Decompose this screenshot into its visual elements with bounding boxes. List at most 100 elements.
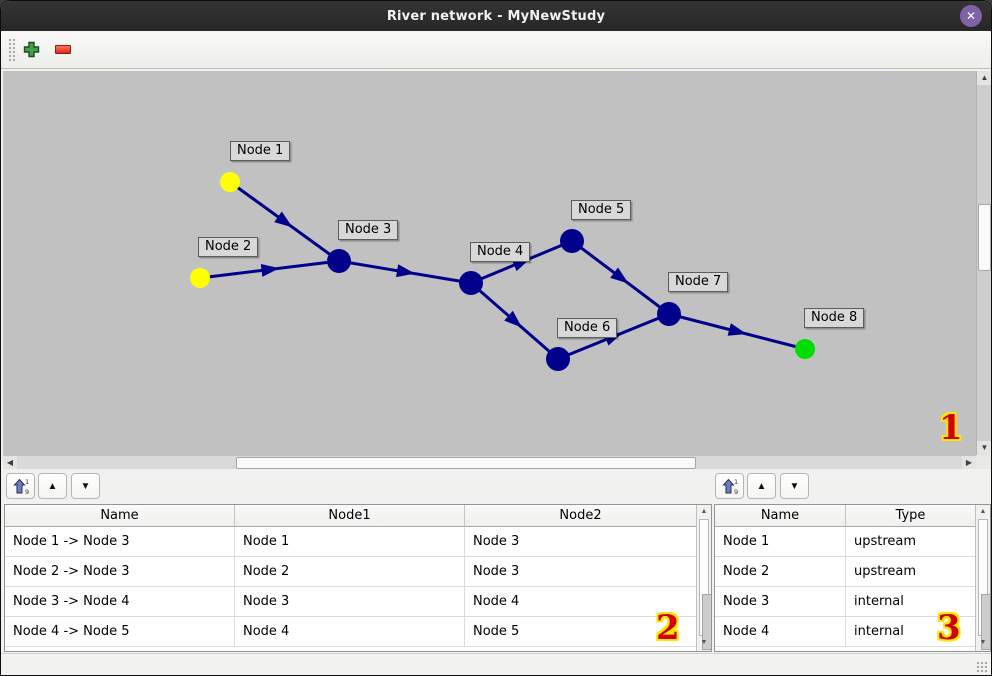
- svg-text:1: 1: [25, 478, 29, 486]
- table-cell[interactable]: Node 3: [465, 557, 697, 587]
- table-cell[interactable]: Node 1: [715, 527, 846, 557]
- table-cell[interactable]: Node 3: [235, 587, 465, 617]
- sort-ascending-icon: 1 9: [721, 478, 738, 495]
- network-node[interactable]: [220, 172, 240, 192]
- table-cell[interactable]: Node 3: [465, 527, 697, 557]
- node-label[interactable]: Node 4: [470, 242, 531, 262]
- scroll-up-icon[interactable]: ▲: [977, 71, 991, 85]
- svg-text:9: 9: [734, 488, 738, 495]
- table-cell[interactable]: upstream: [846, 557, 976, 587]
- close-button[interactable]: ✕: [960, 5, 982, 27]
- table-cell[interactable]: upstream: [846, 527, 976, 557]
- table-cell[interactable]: internal: [846, 587, 976, 617]
- table-cell[interactable]: Node 4: [235, 617, 465, 647]
- plus-icon: [23, 41, 39, 57]
- canvas-horizontal-scrollbar[interactable]: ◀ ▶: [3, 455, 976, 469]
- scroll-track[interactable]: [699, 519, 711, 650]
- remove-button[interactable]: [49, 35, 77, 63]
- links-sort-button[interactable]: 1 9: [6, 473, 35, 499]
- table-header-cell[interactable]: Name: [5, 505, 235, 527]
- table-cell[interactable]: Node 4: [465, 587, 697, 617]
- table-cell[interactable]: Node 1: [235, 527, 465, 557]
- sort-ascending-icon: 1 9: [12, 478, 29, 495]
- node-label[interactable]: Node 7: [668, 272, 729, 292]
- table-cell[interactable]: internal: [846, 617, 976, 647]
- table-cell[interactable]: Node 3: [715, 587, 846, 617]
- scroll-up-icon[interactable]: ▲: [697, 506, 711, 518]
- close-icon: ✕: [965, 9, 977, 23]
- nodes-move-down-button[interactable]: ▼: [780, 473, 809, 499]
- node-label[interactable]: Node 5: [571, 200, 632, 220]
- network-node[interactable]: [795, 339, 815, 359]
- scroll-down-icon[interactable]: ▼: [697, 637, 711, 649]
- nodes-sort-button[interactable]: 1 9: [715, 473, 744, 499]
- node-label[interactable]: Node 3: [338, 220, 399, 240]
- links-table-scrollbar[interactable]: ▲ ▼: [696, 505, 711, 651]
- table-cell[interactable]: Node 4 -> Node 5: [5, 617, 235, 647]
- nodes-table-scrollbar[interactable]: ▲ ▼: [975, 505, 990, 651]
- main-toolbar: [1, 31, 991, 69]
- table-cell[interactable]: Node 1 -> Node 3: [5, 527, 235, 557]
- links-move-down-button[interactable]: ▼: [71, 473, 100, 499]
- scrollbar-corner: [976, 455, 991, 469]
- table-header-cell[interactable]: Name: [715, 505, 846, 527]
- horizontal-scroll-thumb[interactable]: [236, 457, 696, 469]
- network-canvas[interactable]: Node 1 Node 2 Node 3 Node 4 Node 5 Node 6 Node…: [3, 71, 976, 455]
- node-label[interactable]: Node 8: [804, 308, 865, 328]
- scroll-thumb[interactable]: [981, 594, 990, 650]
- node-label[interactable]: Node 6: [557, 318, 618, 338]
- svg-text:1: 1: [734, 478, 738, 486]
- scroll-right-icon[interactable]: ▶: [962, 456, 976, 469]
- table-header-cell[interactable]: Node1: [235, 505, 465, 527]
- links-move-up-button[interactable]: ▲: [38, 473, 67, 499]
- titlebar[interactable]: River network - MyNewStudy ✕: [1, 1, 991, 31]
- scroll-down-icon[interactable]: ▼: [976, 637, 990, 649]
- table-cell[interactable]: Node 2: [715, 557, 846, 587]
- table-cell[interactable]: Node 5: [465, 617, 697, 647]
- flow-direction-arrow-icon: [727, 323, 747, 336]
- node-label[interactable]: Node 1: [230, 141, 291, 161]
- vertical-scroll-thumb[interactable]: [978, 204, 991, 271]
- network-node[interactable]: [190, 268, 210, 288]
- scroll-up-icon[interactable]: ▲: [976, 506, 990, 518]
- table-cell[interactable]: Node 2: [235, 557, 465, 587]
- network-node[interactable]: [546, 347, 570, 371]
- window-title: River network - MyNewStudy: [386, 8, 606, 24]
- table-cell[interactable]: Node 4: [715, 617, 846, 647]
- resize-grip-icon[interactable]: [976, 661, 988, 673]
- toolbar-drag-handle[interactable]: [8, 38, 15, 62]
- flow-direction-arrow-icon: [274, 211, 293, 228]
- table-header-cell[interactable]: Node2: [465, 505, 697, 527]
- flow-direction-arrow-icon: [504, 310, 522, 328]
- nodes-move-up-button[interactable]: ▲: [747, 473, 776, 499]
- table-cell[interactable]: Node 2 -> Node 3: [5, 557, 235, 587]
- scroll-down-icon[interactable]: ▼: [977, 441, 991, 455]
- network-node[interactable]: [657, 302, 681, 326]
- table-header-cell[interactable]: Type: [846, 505, 976, 527]
- table-cell[interactable]: Node 3 -> Node 4: [5, 587, 235, 617]
- network-node[interactable]: [560, 229, 584, 253]
- network-node[interactable]: [327, 249, 351, 273]
- minus-icon: [55, 44, 71, 54]
- scroll-thumb[interactable]: [702, 594, 711, 650]
- network-node[interactable]: [459, 271, 483, 295]
- canvas-vertical-scrollbar[interactable]: ▲ ▼: [976, 71, 991, 455]
- scroll-track[interactable]: [978, 519, 990, 650]
- node-label[interactable]: Node 2: [198, 237, 259, 257]
- add-button[interactable]: [17, 35, 45, 63]
- scroll-left-icon[interactable]: ◀: [3, 456, 17, 469]
